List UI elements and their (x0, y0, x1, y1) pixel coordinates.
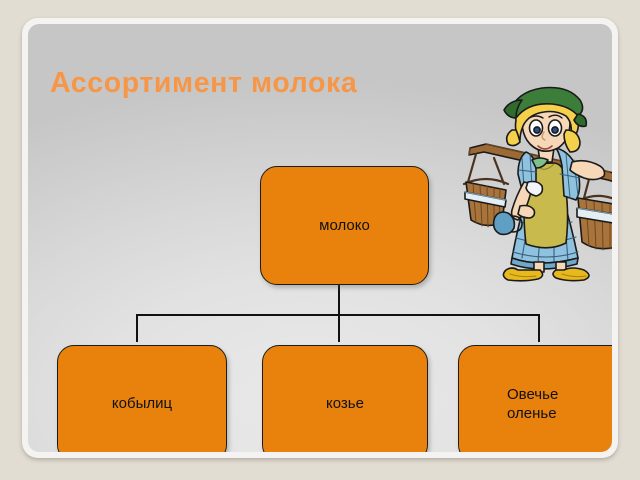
diagram-node-child-3-line-2: оленье (507, 404, 557, 422)
page-title: Ассортимент молока (50, 67, 358, 99)
diagram-node-root-label: молоко (319, 217, 370, 234)
connector-drop-right (538, 314, 540, 342)
diagram-node-root[interactable]: молоко (260, 166, 429, 285)
diagram-node-child-1-label: кобылиц (111, 395, 173, 412)
diagram-node-child-3-label: Овечье оленье (507, 385, 558, 423)
slide-canvas: Ассортимент молока (28, 24, 612, 452)
diagram-node-child-2[interactable]: козье (262, 345, 428, 452)
connector-root-vertical (338, 278, 340, 316)
diagram-node-child-1[interactable]: кобылиц (57, 345, 227, 452)
slide-frame: Ассортимент молока (22, 18, 618, 458)
diagram-node-child-3-line-1: Овечье (507, 385, 559, 403)
connector-drop-middle (338, 314, 340, 342)
connector-drop-left (136, 314, 138, 342)
diagram-node-child-2-label: козье (326, 395, 364, 412)
milkmaid-with-buckets-illustration (460, 86, 612, 282)
diagram-node-child-3[interactable]: Овечье оленье (458, 345, 612, 452)
